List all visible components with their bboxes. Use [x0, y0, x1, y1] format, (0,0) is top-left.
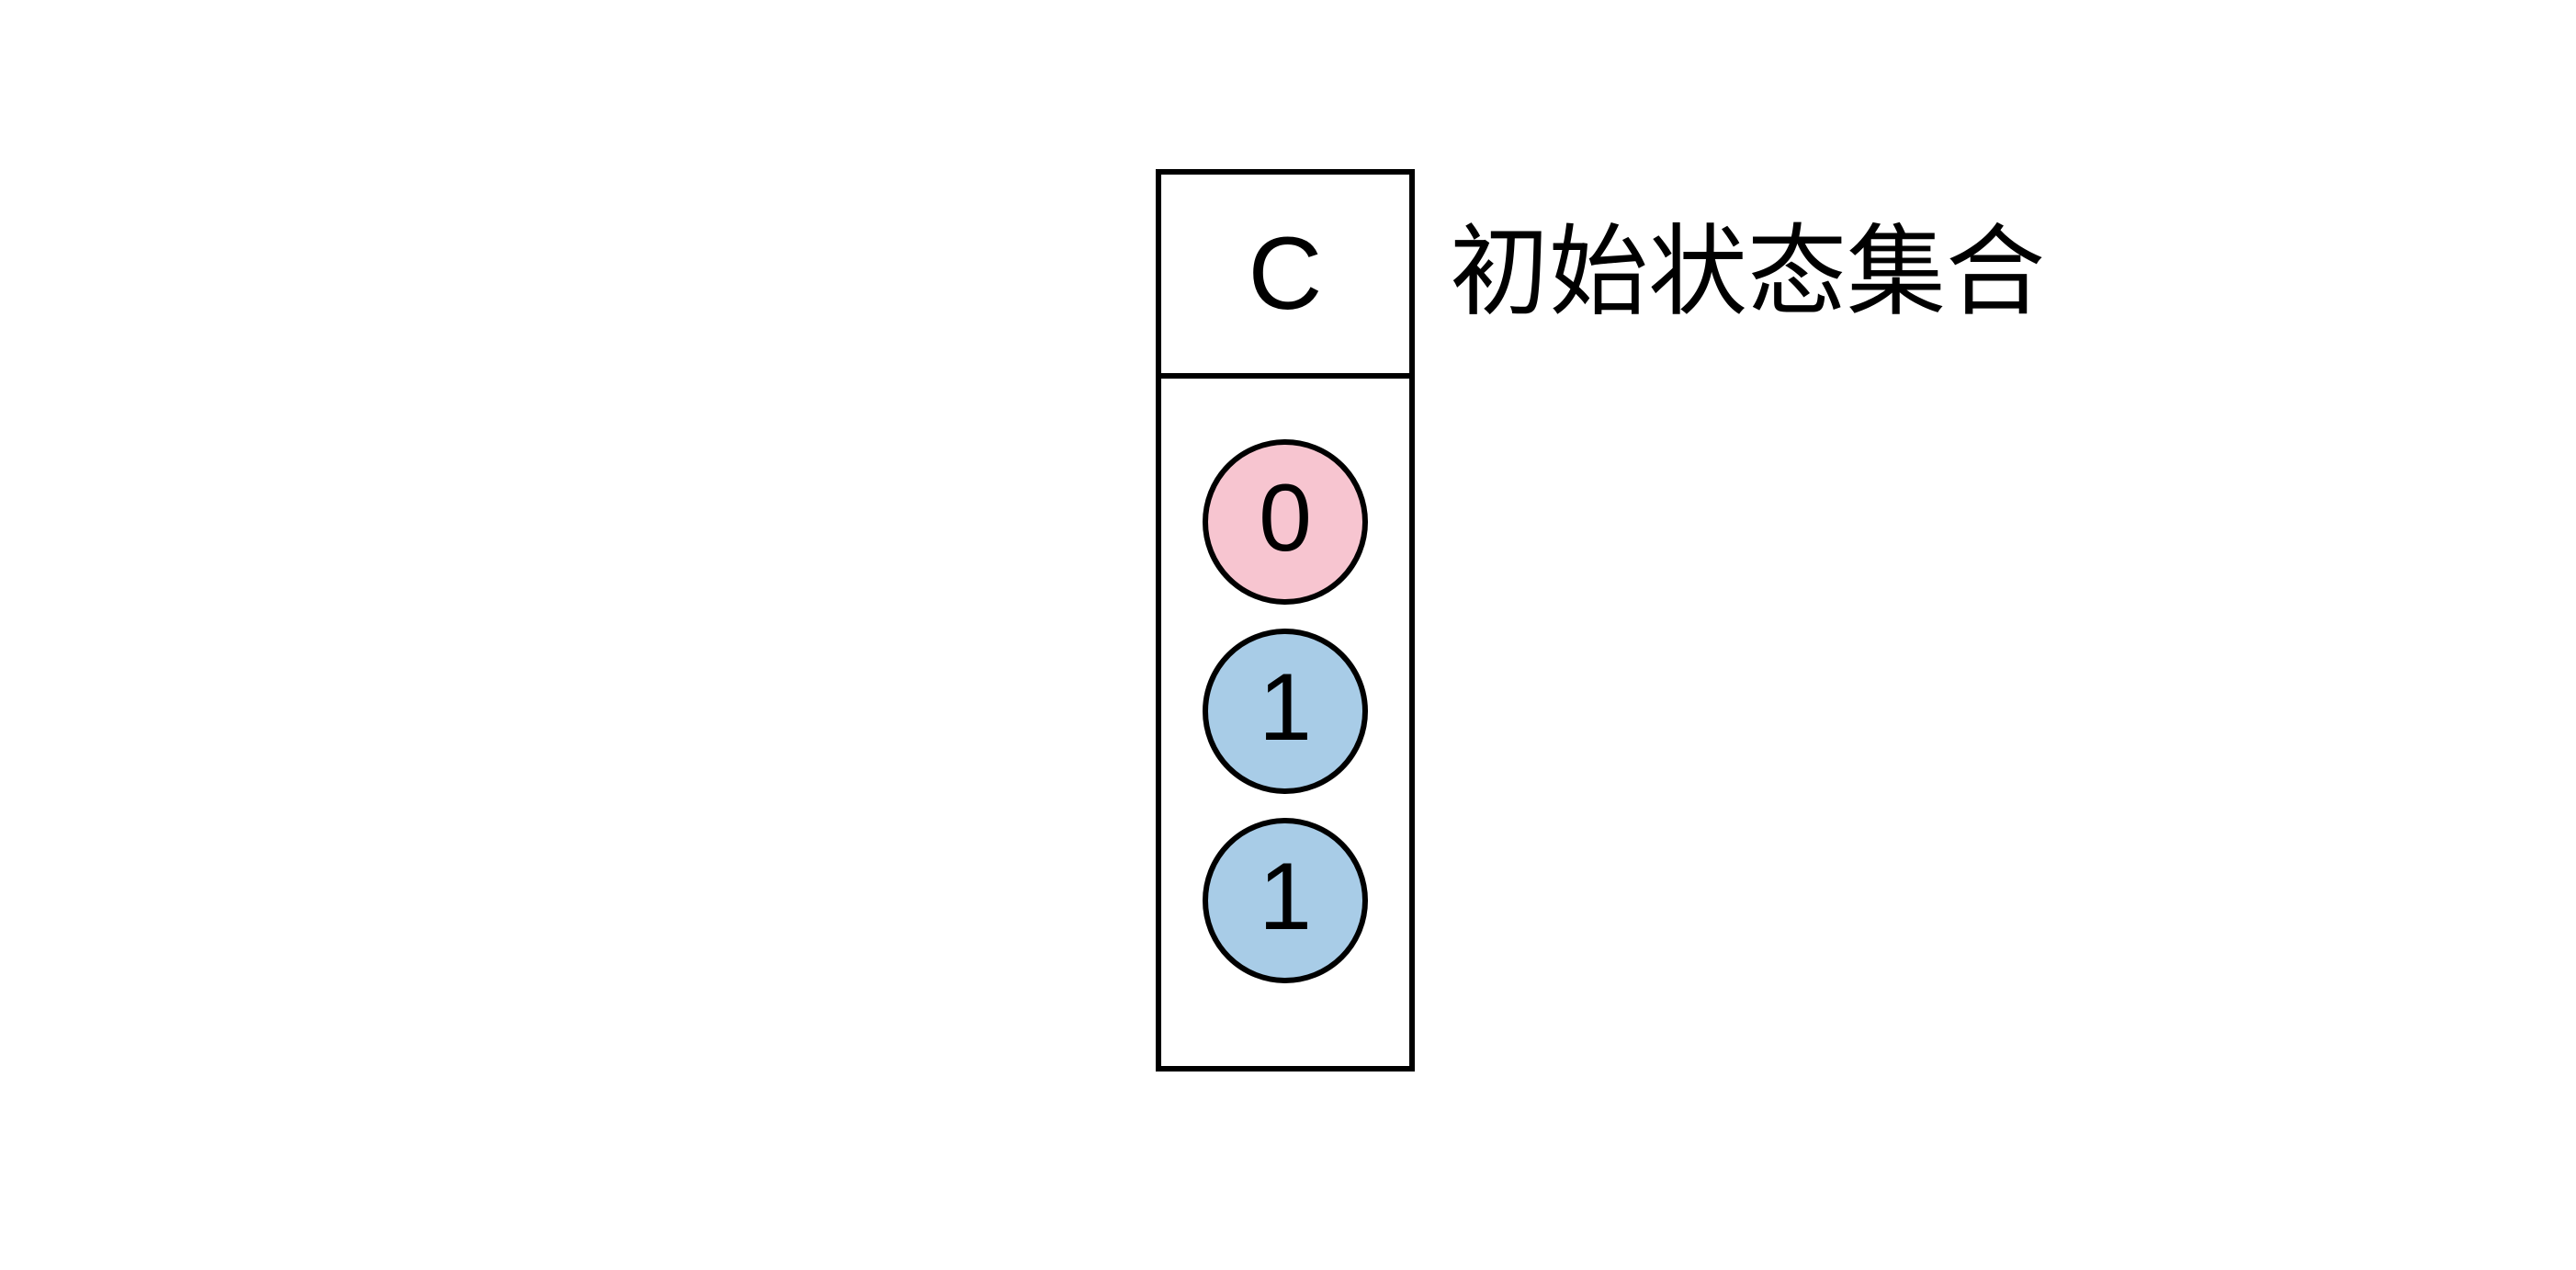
- state-node-1: 1: [1203, 629, 1368, 794]
- state-node-2: 1: [1203, 818, 1368, 983]
- state-node-label: 0: [1259, 465, 1312, 572]
- state-node-0: 0: [1203, 439, 1368, 605]
- state-set-header-label: C: [1248, 216, 1323, 331]
- state-node-label: 1: [1259, 654, 1312, 761]
- state-node-label: 1: [1259, 844, 1312, 950]
- state-set-box: C 0 1 1: [1156, 169, 1415, 1072]
- state-set-header: C: [1161, 175, 1409, 379]
- state-set-body: 0 1 1: [1161, 379, 1409, 1072]
- set-annotation-label: 初始状态集合: [1450, 216, 2046, 327]
